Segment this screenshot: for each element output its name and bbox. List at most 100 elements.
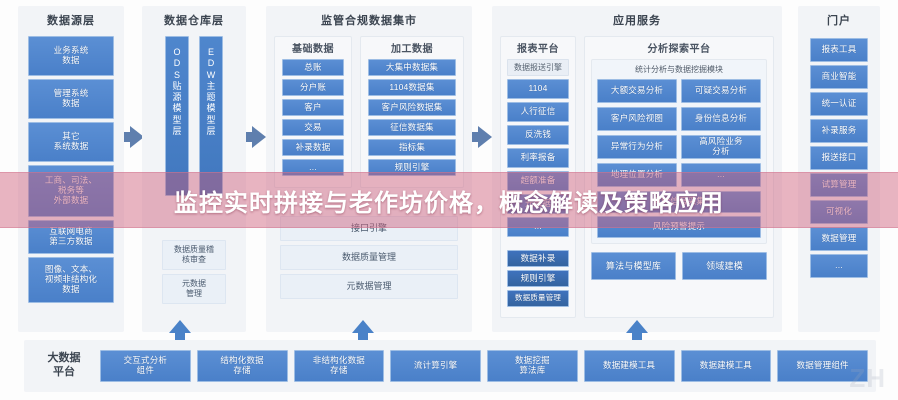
list-item[interactable]: 试算管理	[810, 173, 868, 197]
list-item[interactable]: 交互式分析 组件	[100, 350, 191, 382]
list-item[interactable]: 利率报备	[507, 148, 569, 168]
list-item[interactable]: 客户风险数据集	[368, 99, 456, 116]
grid-item[interactable]: 客户风险视图	[597, 107, 677, 131]
flow-arrow-stem	[124, 132, 132, 142]
vbox-char: 题	[206, 92, 216, 102]
analysis-grid: 大额交易分析 可疑交易分析 客户风险视图 身份信息分析 异常行为分析 高风险业务…	[597, 79, 761, 187]
list-item[interactable]: 报送接口	[810, 146, 868, 170]
column-data-warehouse-layer: 数据仓库层 O D S 贴 源 模 型 层 E D W 主 题 模 型 层	[142, 6, 246, 332]
list-item[interactable]: 数据质量管理	[507, 290, 569, 307]
list-item[interactable]: 可视化	[810, 200, 868, 224]
grid-item[interactable]: 身份信息分析	[681, 107, 761, 131]
vbox-char: 型	[172, 114, 182, 125]
list-item[interactable]: ...	[810, 254, 868, 278]
stat-analysis-module: 统计分析与数据挖掘模块 大额交易分析 可疑交易分析 客户风险视图 身份信息分析 …	[591, 59, 767, 244]
list-item[interactable]: 领域建模	[682, 252, 767, 280]
report-platform-footer: 数据补录 规则引擎 数据质量管理	[501, 240, 575, 307]
list-item[interactable]: 补录数据	[282, 139, 344, 156]
grid-item[interactable]: ...	[681, 163, 761, 187]
list-item[interactable]: 规则引擎	[507, 270, 569, 287]
list-item[interactable]: 接口引擎	[280, 216, 458, 241]
overlay-title-band: 监控实时拼接与老作坊价格，概念解读及策略应用	[0, 172, 898, 228]
list-item[interactable]: 管理系统 数据	[28, 79, 114, 119]
list-item[interactable]: 客户	[282, 99, 344, 116]
list-item[interactable]: 数据质量稽 核审查	[162, 240, 226, 270]
column-application-services: 应用服务 报表平台 数据报送引擎 1104 人行征信 反洗钱 利率报备 超额准备…	[492, 6, 782, 332]
edw-model-layer-box[interactable]: E D W 主 题 模 型 层	[199, 36, 223, 196]
list-item[interactable]: 大集中数据集	[368, 59, 456, 76]
flow-arrow-right-icon	[252, 126, 266, 148]
grid-item[interactable]: 异常行为分析	[597, 135, 677, 159]
list-item[interactable]: 非结构化数据 存储	[293, 350, 385, 382]
list-item[interactable]: 统一认证	[810, 92, 868, 116]
list-item[interactable]: 元数据 管理	[162, 274, 226, 304]
list-item[interactable]: 流计算引擎	[390, 350, 481, 382]
column-title-regulatory-data-mart: 监管合规数据集市	[321, 15, 417, 27]
list-item[interactable]: 图像、文本、 视频非结构化 数据	[28, 257, 114, 303]
list-item[interactable]: 超额准备	[507, 171, 569, 191]
stat-module-subheader: 统计分析与数据挖掘模块	[635, 65, 723, 74]
panel-report-platform: 报表平台 数据报送引擎 1104 人行征信 反洗钱 利率报备 超额准备 元数据 …	[500, 36, 576, 318]
list-item[interactable]: 指标集	[368, 139, 456, 156]
list-item[interactable]: 1104数据集	[368, 79, 456, 96]
list-item[interactable]: 元数据	[507, 194, 569, 214]
list-item[interactable]: 1104	[507, 79, 569, 99]
list-item[interactable]: ...	[282, 159, 344, 176]
flow-arrow-stem	[246, 132, 254, 142]
processed-data-list: 大集中数据集 1104数据集 客户风险数据集 征信数据集 指标集 规则引擎	[361, 59, 463, 179]
list-item[interactable]: 报表工具	[810, 38, 868, 62]
flow-arrow-stem	[632, 330, 642, 340]
vbox-char: D	[173, 58, 181, 69]
flow-arrow-up-icon	[169, 320, 191, 333]
list-item[interactable]: 商业智能	[810, 65, 868, 89]
warehouse-vertical-stack: O D S 贴 源 模 型 层 E D W 主 题 模 型 层	[142, 36, 246, 196]
list-item[interactable]: 数据挖掘 算法库	[487, 350, 578, 382]
overlay-title-text: 监控实时拼接与老作坊价格，概念解读及策略应用	[174, 189, 724, 217]
list-item[interactable]: 风险信号采集	[597, 191, 761, 213]
grid-item[interactable]: 高风险业务 分析	[681, 135, 761, 159]
panel-basic-data: 基础数据 总账 分户账 客户 交易 补录数据 ...	[274, 36, 352, 188]
list-item[interactable]: 人行征信	[507, 102, 569, 122]
flow-arrow-stem	[358, 330, 368, 340]
vbox-char: E	[207, 47, 214, 57]
list-item[interactable]: 补录服务	[810, 119, 868, 143]
list-item[interactable]: 总账	[282, 59, 344, 76]
list-item[interactable]: 交易	[282, 119, 344, 136]
list-item[interactable]: 工商、司法、 税务等 外部数据	[28, 165, 114, 217]
list-item[interactable]: 其它 系统数据	[28, 122, 114, 162]
flow-arrow-right-icon	[478, 126, 492, 148]
list-item[interactable]: 数据补录	[507, 250, 569, 267]
list-item[interactable]: 数据建模工具	[583, 350, 675, 382]
flow-arrow-stem	[472, 132, 480, 142]
analysis-footer: 算法与模型库 领域建模	[585, 244, 773, 280]
portal-item-list: 报表工具 商业智能 统一认证 补录服务 报送接口 试算管理 可视化 数据管理 .…	[798, 38, 880, 278]
list-item[interactable]: 数据管理组件	[777, 350, 868, 382]
ods-model-layer-box[interactable]: O D S 贴 源 模 型 层	[165, 36, 189, 196]
list-item[interactable]: 规则引擎	[368, 159, 456, 176]
grid-item[interactable]: 大额交易分析	[597, 79, 677, 103]
vbox-char: D	[207, 58, 215, 69]
panel-title-basic-data: 基础数据	[292, 44, 334, 55]
list-item[interactable]: 数据管理	[810, 227, 868, 251]
column-title-data-source-layer: 数据源层	[47, 15, 95, 27]
list-item[interactable]: 反洗钱	[507, 125, 569, 145]
grid-item[interactable]: 地理位置分析	[597, 163, 677, 187]
list-item[interactable]: 算法与模型库	[591, 252, 676, 280]
list-item[interactable]: 业务系统 数据	[28, 36, 114, 76]
list-item[interactable]: 结构化数据 存储	[196, 350, 288, 382]
flow-arrow-stem	[175, 330, 185, 340]
list-item[interactable]: 数据建模工具	[680, 350, 772, 382]
list-item[interactable]: 数据质量管理	[280, 245, 458, 270]
big-data-item-list: 交互式分析 组件 结构化数据 存储 非结构化数据 存储 流计算引擎 数据挖掘 算…	[96, 350, 868, 382]
column-portal: 门户 报表工具 商业智能 统一认证 补录服务 报送接口 试算管理 可视化 数据管…	[798, 6, 880, 332]
list-item[interactable]: 互联网电商 第三方数据	[28, 220, 114, 254]
list-item[interactable]: 征信数据集	[368, 119, 456, 136]
list-item[interactable]: 元数据管理	[280, 274, 458, 299]
list-item[interactable]: 分户账	[282, 79, 344, 96]
grid-item[interactable]: 可疑交易分析	[681, 79, 761, 103]
vbox-char: W	[206, 69, 216, 80]
vbox-char: 层	[172, 125, 182, 136]
panel-analysis-platform: 分析探索平台 统计分析与数据挖掘模块 大额交易分析 可疑交易分析 客户风险视图 …	[584, 36, 774, 318]
panel-title-report-platform: 报表平台	[517, 44, 559, 55]
